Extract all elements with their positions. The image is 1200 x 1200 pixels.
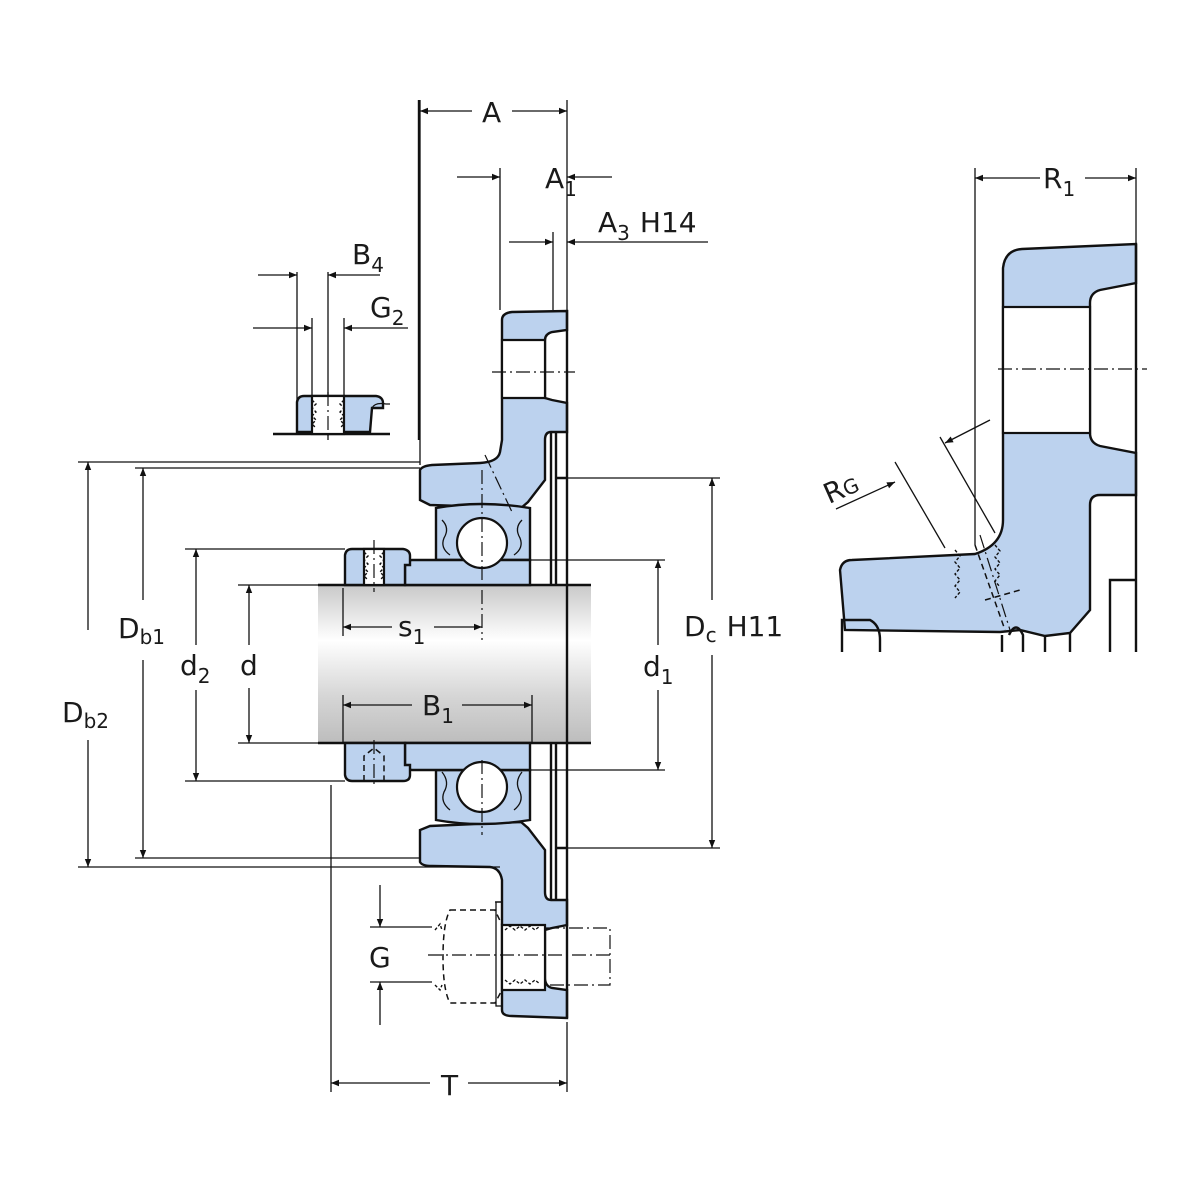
collar-lower bbox=[343, 741, 412, 783]
label-d: d bbox=[240, 649, 258, 682]
bolt-hole-upper bbox=[500, 338, 547, 400]
label-s1: s1 bbox=[398, 610, 425, 649]
shaft bbox=[318, 585, 591, 743]
mounting-bolt bbox=[428, 901, 612, 1007]
main-section-view bbox=[318, 309, 612, 1020]
side-detail-view bbox=[835, 168, 1147, 652]
label-G: G bbox=[369, 941, 391, 974]
label-R1: R1 bbox=[1043, 162, 1075, 201]
label-d1: d1 bbox=[643, 650, 674, 689]
label-G2: G2 bbox=[370, 291, 404, 330]
label-Db1: Db1 bbox=[118, 612, 165, 649]
detail-collar-view bbox=[273, 100, 421, 440]
label-T: T bbox=[440, 1069, 459, 1102]
label-B4: B4 bbox=[352, 238, 384, 277]
label-d2: d2 bbox=[180, 649, 211, 688]
label-B1: B1 bbox=[422, 689, 454, 728]
label-A: A bbox=[482, 96, 501, 129]
label-RG: RG bbox=[818, 466, 863, 510]
bolt-hole-lower bbox=[500, 923, 547, 992]
label-A1: A1 bbox=[545, 162, 577, 201]
label-Db2: Db2 bbox=[62, 696, 109, 733]
